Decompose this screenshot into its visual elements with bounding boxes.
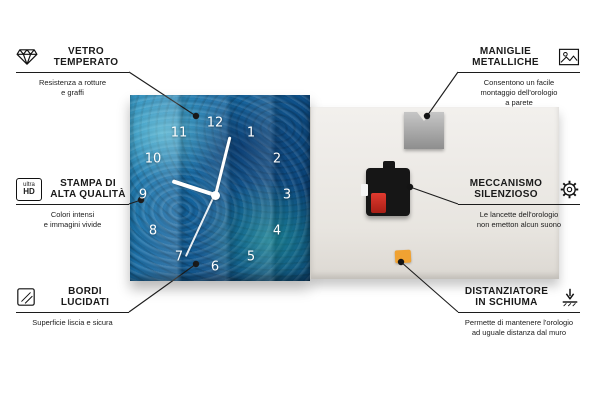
- clock-numeral: 3: [282, 187, 292, 203]
- clock-center-cap: [210, 190, 220, 200]
- clock-numeral: 1: [246, 125, 256, 141]
- callout-description: Resistenza a rotture e graffi: [38, 78, 107, 98]
- battery: [371, 193, 386, 213]
- second-hand: [185, 194, 216, 257]
- callout-description: Colori intensi e immagini vivide: [43, 210, 102, 230]
- clock-numeral: 4: [272, 223, 282, 239]
- callout-title: DISTANZIATORE IN SCHIUMA: [464, 285, 549, 309]
- mechanism-hook: [383, 161, 395, 170]
- callout-description: Permette di mantenere l'orologio ad ugua…: [464, 318, 574, 338]
- callout-description: Superficie liscia e sicura: [32, 318, 113, 327]
- callout-vetro-temperato: VETRO TEMPERATO Resistenza a rotture e g…: [16, 45, 129, 98]
- clock-numeral: 2: [272, 151, 282, 167]
- callout-description: Consentono un facile montaggio dell'orol…: [480, 78, 558, 108]
- foam-spacer-icon: [560, 287, 580, 307]
- picture-frame-icon: [558, 48, 580, 66]
- callout-meccanismo-silenzioso: MECCANISMO SILENZIOSO Le lancette dell'o…: [458, 177, 580, 230]
- clock-numeral: 12: [206, 115, 224, 131]
- polished-edge-icon: [16, 287, 36, 307]
- gear-icon: [559, 179, 580, 200]
- spare-hands: [361, 184, 368, 196]
- clock-mechanism: [361, 168, 410, 216]
- callout-description: Le lancette dell'orologio non emetton al…: [476, 210, 562, 230]
- callout-bordi-lucidati: BORDI LUCIDATI Superficie liscia e sicur…: [16, 285, 129, 328]
- clock-numeral: 11: [170, 125, 188, 141]
- clock-numeral: 10: [144, 151, 162, 167]
- callout-maniglie-metalliche: MANIGLIE METALLICHE Consentono un facile…: [458, 45, 580, 108]
- clock-numeral: 5: [246, 249, 256, 265]
- foam-spacer: [394, 249, 412, 264]
- clock-numeral: 9: [138, 187, 148, 203]
- clock-numeral: 8: [148, 223, 158, 239]
- clock-face-front: 12 1 2 3 4 5 6 7 8 9 10 11: [130, 95, 310, 281]
- metal-hanger-plate: [404, 112, 444, 149]
- diamond-icon: [16, 48, 38, 66]
- callout-title: BORDI LUCIDATI: [60, 285, 110, 309]
- clock-numeral: 7: [174, 249, 184, 265]
- minute-hand: [213, 136, 231, 196]
- callout-distanziatore-in-schiuma: DISTANZIATORE IN SCHIUMA Permette di man…: [458, 285, 580, 338]
- callout-title: MANIGLIE METALLICHE: [472, 45, 539, 69]
- callout-title: STAMPA DI ALTA QUALITÀ: [50, 177, 126, 201]
- callout-title: VETRO TEMPERATO: [53, 45, 119, 69]
- clock-numeral: 6: [210, 259, 220, 275]
- clock-back-panel: [310, 107, 559, 279]
- callout-title: MECCANISMO SILENZIOSO: [469, 177, 543, 201]
- hour-hand: [171, 179, 216, 197]
